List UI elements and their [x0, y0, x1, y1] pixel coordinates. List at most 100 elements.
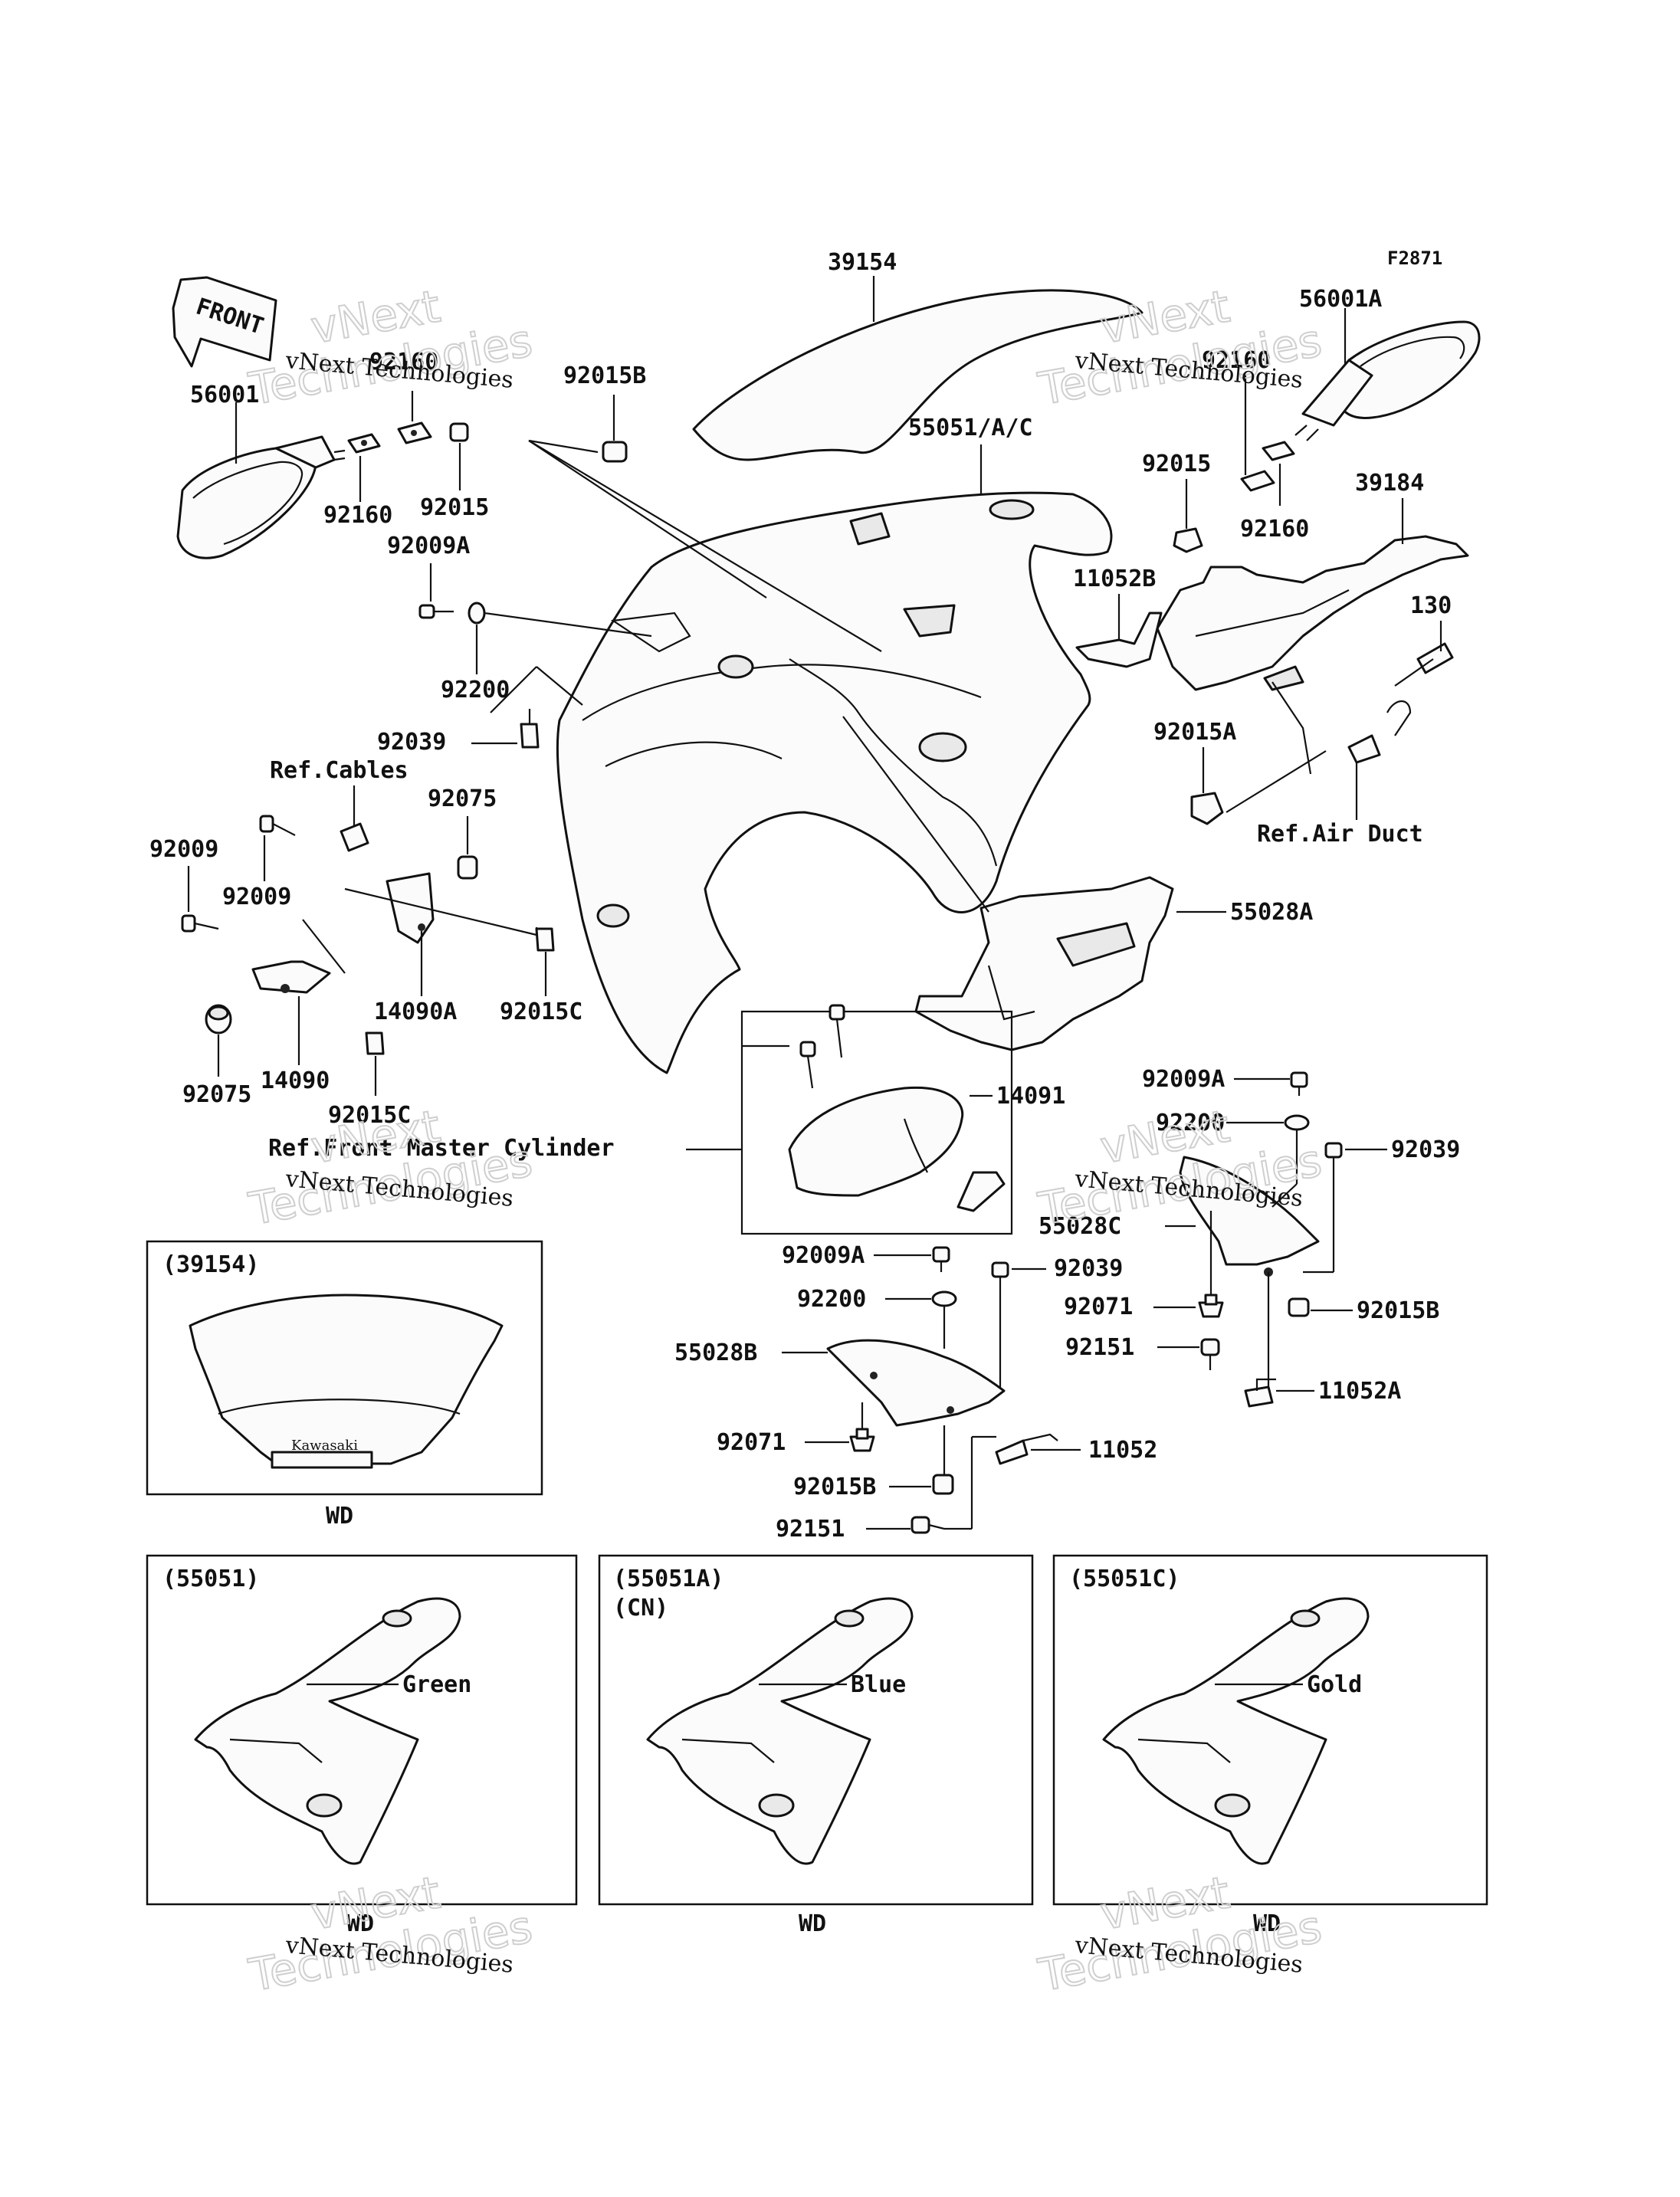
label-92075-top: 92075: [428, 785, 497, 812]
watermark-top-right: vNext Technologies vNext Technologies: [1034, 279, 1327, 416]
bolt-92039-left: [520, 709, 540, 749]
cable-clip-ref: [340, 822, 369, 852]
label-92015-right: 92015: [1142, 451, 1211, 477]
label-92071-mid: 92071: [717, 1429, 786, 1456]
label-92015b-mid: 92015B: [793, 1474, 876, 1500]
inset-55051-color: Green: [402, 1671, 471, 1698]
inset-55051c-title: (55051C): [1069, 1566, 1180, 1592]
label-14090: 14090: [261, 1067, 330, 1094]
inset-windshield-caption: WD: [326, 1503, 353, 1530]
label-92015b-top: 92015B: [563, 362, 646, 389]
bolt-92039-mid: [991, 1261, 1009, 1295]
mirror-right-56001a: [1294, 320, 1481, 441]
inset-windshield-box: [146, 1240, 543, 1496]
bolt-92009-b: [181, 914, 219, 933]
inset-55051a-title: (55051A): [613, 1566, 724, 1592]
nut-92015b-right: [1288, 1297, 1310, 1317]
bolt-14091-a: [829, 1004, 845, 1058]
inset-55051c-color: Gold: [1307, 1671, 1362, 1698]
label-39154: 39154: [828, 249, 897, 276]
watermark-top-left: vNext Technologies vNext Technologies: [244, 279, 537, 416]
label-14091: 14091: [996, 1083, 1065, 1110]
bolt-14091-b: [799, 1041, 816, 1089]
label-39184: 39184: [1355, 470, 1424, 497]
inset-55051-title: (55051): [162, 1566, 259, 1592]
bracket-11052a: [1244, 1378, 1276, 1408]
figure-code: F2871: [1387, 248, 1442, 269]
label-92160-left-top: 92160: [369, 349, 438, 375]
bolt-92039-right: [1324, 1142, 1343, 1180]
inset-cowl-55051a: [598, 1554, 1034, 1906]
nut-92015-right: [1173, 527, 1203, 553]
bracket-11052: [995, 1433, 1058, 1465]
screw-92009a-right: [1290, 1071, 1308, 1096]
label-92009a-left: 92009A: [387, 533, 470, 559]
screw-92009a-mid: [932, 1246, 950, 1272]
windshield-39154: [692, 289, 1144, 461]
inset-55051a-caption: WD: [799, 1910, 826, 1937]
inset-55051a-subtitle: (CN): [613, 1595, 668, 1622]
label-92200-right: 92200: [1156, 1110, 1225, 1136]
mirror-left-56001: [176, 435, 346, 559]
inset-windshield-title: (39154): [162, 1251, 259, 1278]
nut-92015b-top: [602, 441, 628, 463]
label-130: 130: [1410, 592, 1452, 619]
label-56001a: 56001A: [1299, 286, 1382, 313]
nut-92015b-mid: [932, 1474, 954, 1495]
label-92160-right-bottom: 92160: [1240, 516, 1309, 543]
label-92160-right-top: 92160: [1202, 347, 1271, 374]
stay-39184: [1156, 535, 1469, 775]
inset-cowl-55051c: [1052, 1554, 1488, 1906]
cover-14091: [788, 1086, 1006, 1212]
inset-55051-caption: WD: [346, 1910, 374, 1937]
inset-55051c-caption: WD: [1253, 1910, 1281, 1937]
label-92200-left: 92200: [441, 677, 510, 703]
bolt-130: [1394, 642, 1454, 687]
rivet-92071-mid: [849, 1428, 875, 1452]
label-92009-a: 92009: [149, 836, 218, 863]
rivet-92071-right: [1198, 1294, 1224, 1318]
label-92015-left: 92015: [420, 494, 489, 521]
ref-cables: Ref.Cables: [270, 757, 409, 784]
screw-92151-mid: [911, 1516, 945, 1534]
front-direction-arrow: FRONT: [172, 276, 277, 368]
gasket-92160-right-a: [1240, 470, 1275, 492]
label-55028b: 55028B: [674, 1340, 757, 1366]
upper-cowl-55051: [556, 491, 1113, 1074]
label-56001: 56001: [190, 382, 259, 408]
watermark-bottom-left: vNext Technologies vNext Technologies: [244, 1865, 537, 2002]
gasket-92160-left: [347, 421, 432, 454]
bracket-14090a: [386, 872, 435, 944]
washer-92200-mid: [931, 1290, 957, 1307]
watermark-mid-left: vNext Technologies vNext Technologies: [244, 1099, 537, 1236]
screw-92151-right: [1200, 1338, 1220, 1370]
nut-92015-left: [449, 422, 469, 442]
ref-front-master-cylinder: Ref.Front Master Cylinder: [268, 1135, 615, 1162]
bracket-14090: [251, 960, 331, 994]
inset-windshield-logo: Kawasaki: [291, 1438, 358, 1454]
watermark-bottom-right: vNext Technologies vNext Technologies: [1034, 1865, 1327, 2002]
clip-92015c-a: [535, 927, 555, 952]
grommet-92075-bottom: [205, 1004, 232, 1035]
label-92015c-a: 92015C: [500, 998, 582, 1025]
label-11052b: 11052B: [1073, 566, 1156, 592]
label-92160-left-bottom: 92160: [323, 502, 392, 529]
label-92015c-b: 92015C: [328, 1102, 411, 1129]
ref-air-duct: Ref.Air Duct: [1257, 821, 1423, 848]
label-92151-right: 92151: [1065, 1334, 1134, 1361]
label-55028a: 55028A: [1230, 899, 1313, 926]
air-duct-clip-ref: [1347, 700, 1412, 764]
label-55028c: 55028C: [1039, 1213, 1121, 1240]
label-92015b-right: 92015B: [1357, 1297, 1439, 1324]
label-92009a-mid: 92009A: [782, 1242, 865, 1269]
label-92071-right: 92071: [1064, 1294, 1133, 1320]
washer-92200-right: [1284, 1114, 1310, 1131]
screw-92009a-left: [418, 604, 454, 619]
label-11052a: 11052A: [1318, 1378, 1401, 1405]
inset-windshield-drawing: [189, 1294, 504, 1469]
label-92200-mid: 92200: [797, 1286, 866, 1313]
nut-92015a: [1190, 792, 1224, 825]
master-cylinder-box: [740, 1010, 1013, 1235]
label-14090a: 14090A: [374, 998, 457, 1025]
label-92075-bottom: 92075: [182, 1081, 251, 1108]
